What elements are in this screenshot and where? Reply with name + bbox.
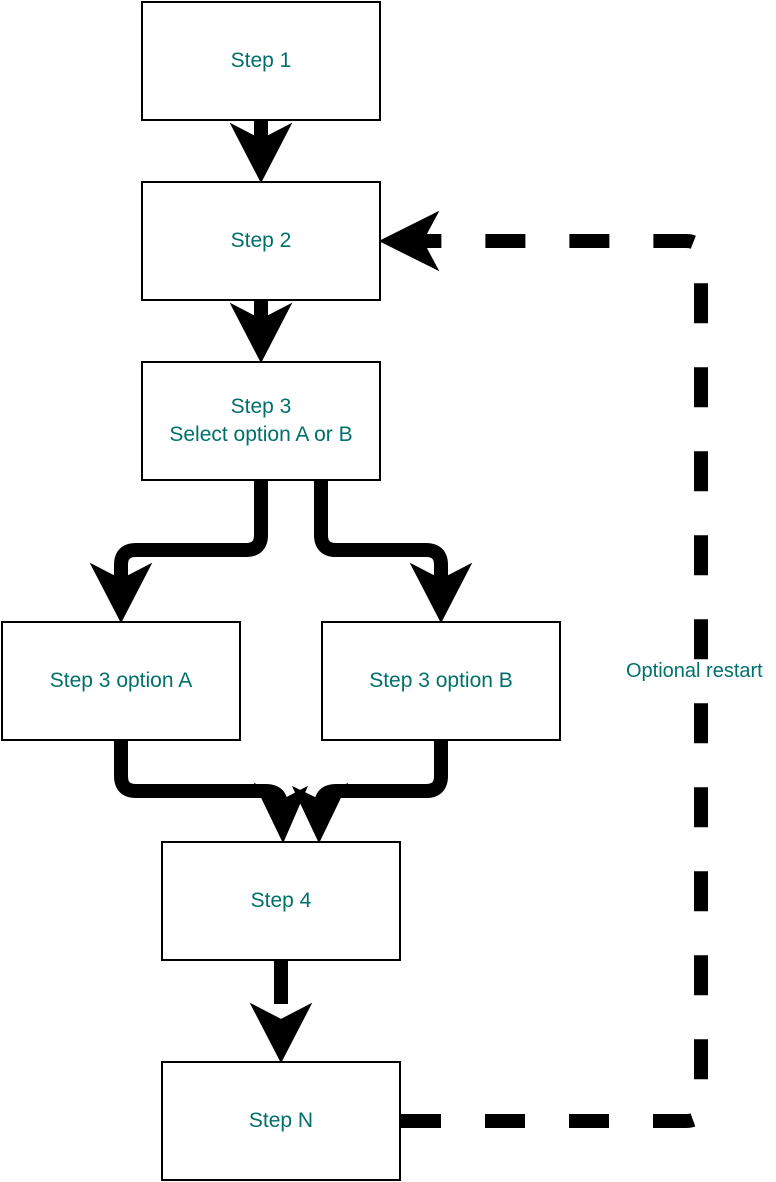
arrowhead-step4-right bbox=[291, 782, 349, 844]
node-step-3-label: Step 3 Select option A or B bbox=[169, 395, 353, 446]
node-step-3-option-b[interactable]: Step 3 option B bbox=[321, 621, 561, 741]
arrowhead-step3 bbox=[229, 302, 293, 364]
edge-step3-step3b bbox=[314, 481, 448, 584]
node-step-2-label: Step 2 bbox=[230, 229, 292, 252]
edge-step3-step3a bbox=[114, 481, 268, 584]
node-step-3-option-a[interactable]: Step 3 option A bbox=[1, 621, 241, 741]
node-step-1[interactable]: Step 1 bbox=[141, 1, 381, 121]
arrowhead-step2 bbox=[229, 122, 293, 184]
arrowhead-step3a bbox=[89, 562, 153, 624]
arrowhead-step3b bbox=[409, 562, 473, 624]
edge-step3a-step4 bbox=[114, 741, 288, 807]
node-step-3[interactable]: Step 3 Select option A or B bbox=[141, 361, 381, 481]
arrowhead-restart bbox=[378, 210, 440, 272]
edge-label-optional-restart: Optional restart bbox=[626, 660, 763, 683]
node-step-4-label: Step 4 bbox=[250, 889, 312, 912]
node-step-n-label: Step N bbox=[248, 1109, 314, 1132]
node-step-3-option-b-label: Step 3 option B bbox=[369, 669, 513, 692]
arrowhead-step4-left bbox=[253, 782, 309, 844]
node-step-1-label: Step 1 bbox=[230, 49, 292, 72]
node-step-2[interactable]: Step 2 bbox=[141, 181, 381, 301]
node-step-4[interactable]: Step 4 bbox=[161, 841, 401, 961]
node-step-3-option-a-label: Step 3 option A bbox=[49, 669, 193, 692]
node-step-n[interactable]: Step N bbox=[161, 1061, 401, 1181]
arrowhead-stepn bbox=[249, 1002, 313, 1064]
edge-restart bbox=[401, 234, 708, 1128]
